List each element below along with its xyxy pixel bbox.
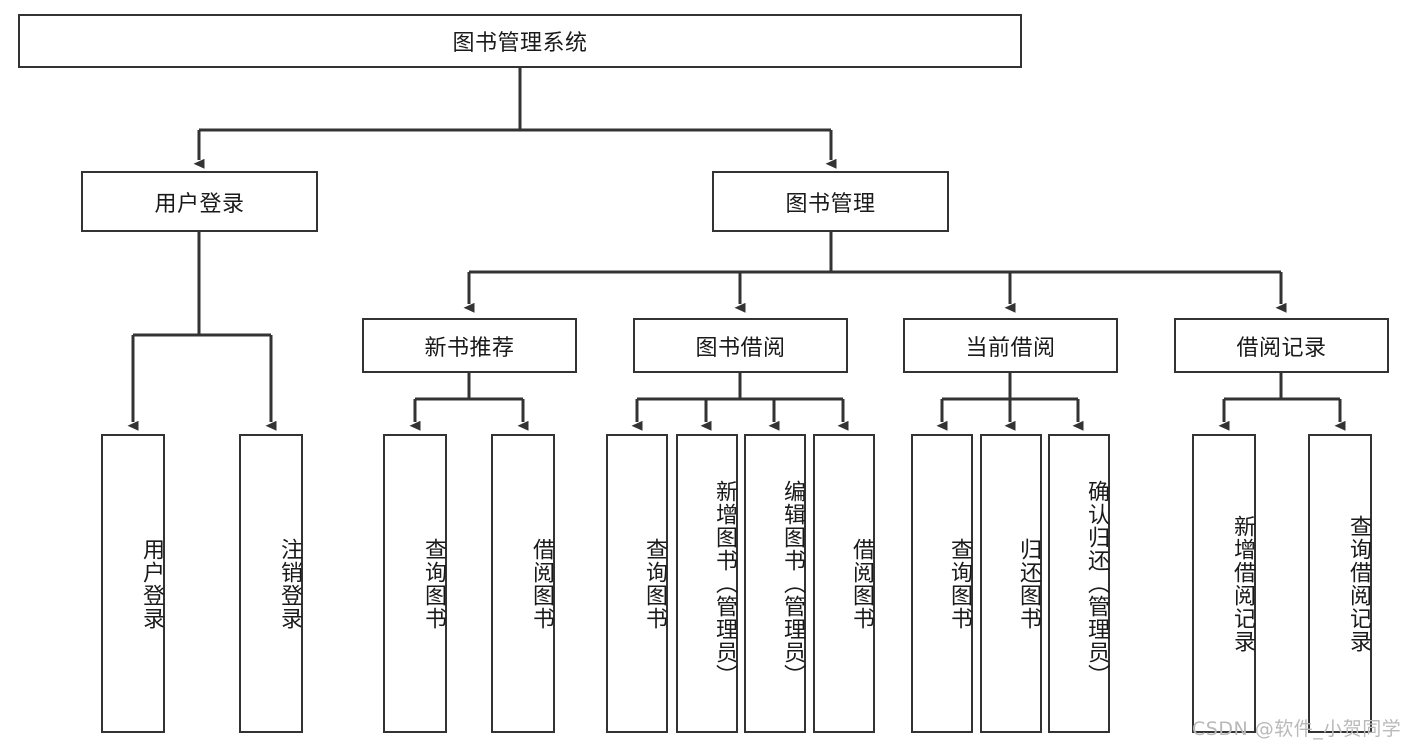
node-leaf-add-record-label: 新增借阅记录 (1230, 514, 1255, 653)
node-leaf-add-record[interactable]: 新增借阅记录 (1192, 434, 1256, 733)
node-leaf-query-book-1[interactable]: 查询图书 (383, 434, 447, 733)
node-book-manage[interactable]: 图书管理 (712, 171, 949, 232)
node-leaf-return-book-label: 归还图书 (1016, 537, 1041, 630)
node-leaf-user-login[interactable]: 用户登录 (101, 434, 165, 733)
node-leaf-logout-login[interactable]: 注销登录 (239, 434, 303, 733)
node-leaf-edit-book[interactable]: 编辑图书（管理员） (744, 434, 806, 733)
node-leaf-query-record[interactable]: 查询借阅记录 (1308, 434, 1372, 733)
node-leaf-query-book-1-label: 查询图书 (421, 537, 446, 630)
node-borrow-record[interactable]: 借阅记录 (1174, 318, 1389, 373)
node-book-borrow-label: 图书借阅 (695, 335, 786, 361)
node-leaf-query-book-3[interactable]: 查询图书 (911, 434, 973, 733)
node-root-label: 图书管理系统 (452, 31, 588, 56)
node-leaf-borrow-book-2-label: 借阅图书 (849, 537, 874, 630)
node-leaf-borrow-book-1[interactable]: 借阅图书 (491, 434, 555, 733)
node-book-borrow[interactable]: 图书借阅 (633, 318, 848, 373)
node-user-login[interactable]: 用户登录 (81, 171, 318, 232)
node-current-borrow-label: 当前借阅 (965, 335, 1056, 361)
node-user-login-label: 用户登录 (154, 191, 245, 217)
node-leaf-user-login-label: 用户登录 (139, 537, 164, 630)
node-leaf-edit-book-label: 编辑图书（管理员） (780, 480, 805, 687)
node-leaf-query-book-2[interactable]: 查询图书 (606, 434, 668, 733)
node-new-book-recommend[interactable]: 新书推荐 (362, 318, 577, 373)
node-book-manage-label: 图书管理 (785, 191, 876, 217)
node-leaf-query-book-2-label: 查询图书 (642, 537, 667, 630)
node-borrow-record-label: 借阅记录 (1236, 335, 1327, 361)
node-leaf-return-book[interactable]: 归还图书 (980, 434, 1042, 733)
node-leaf-confirm-return[interactable]: 确认归还（管理员） (1048, 434, 1110, 733)
node-leaf-confirm-return-label: 确认归还（管理员） (1084, 480, 1109, 687)
node-leaf-borrow-book-2[interactable]: 借阅图书 (813, 434, 875, 733)
node-leaf-query-record-label: 查询借阅记录 (1346, 514, 1371, 653)
node-new-book-recommend-label: 新书推荐 (424, 335, 515, 361)
node-leaf-borrow-book-1-label: 借阅图书 (529, 537, 554, 630)
node-leaf-logout-login-label: 注销登录 (277, 537, 302, 630)
node-root[interactable]: 图书管理系统 (18, 14, 1022, 68)
node-leaf-query-book-3-label: 查询图书 (947, 537, 972, 630)
watermark: CSDN @软件_小贺同学 (1192, 718, 1402, 740)
node-leaf-add-book-label: 新增图书（管理员） (712, 480, 737, 687)
node-leaf-add-book[interactable]: 新增图书（管理员） (676, 434, 738, 733)
node-current-borrow[interactable]: 当前借阅 (903, 318, 1118, 373)
